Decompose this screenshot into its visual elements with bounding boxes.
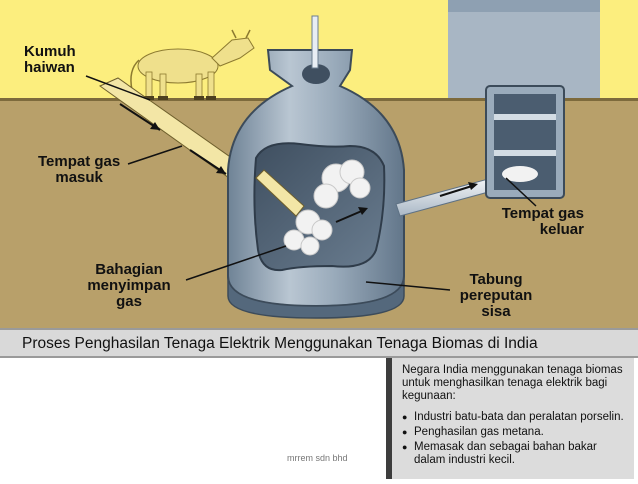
label-digester-tank: Tabung pereputan sisa <box>452 272 540 320</box>
label-gas-storage-line1: Bahagian <box>95 261 163 278</box>
info-item: Penghasilan gas metana. <box>402 426 626 439</box>
cow-icon <box>130 29 255 100</box>
label-gas-storage: Bahagian menyimpan gas <box>70 262 188 310</box>
building <box>448 0 600 100</box>
label-digester-tank-line2: pereputan <box>459 287 533 304</box>
label-animal-waste-line2: haiwan <box>24 59 75 76</box>
label-animal-waste-line1: Kumuh <box>24 43 76 60</box>
label-animal-waste: Kumuh haiwan <box>24 44 76 76</box>
info-list: Industri batu-bata dan peralatan porseli… <box>402 411 626 467</box>
label-gas-storage-line3: gas <box>116 293 142 310</box>
label-gas-outlet: Tempat gas keluar <box>486 206 584 238</box>
info-item: Memasak dan sebagai bahan bakar dalam in… <box>402 441 626 467</box>
leader-lines <box>85 75 537 291</box>
label-gas-outlet-line1: Tempat gas <box>501 205 584 222</box>
building-top <box>448 0 600 12</box>
label-digester-tank-line3: sisa <box>481 303 511 320</box>
info-intro: Negara India menggunakan tenaga biomas u… <box>402 364 623 402</box>
label-gas-inlet-line2: masuk <box>55 169 103 186</box>
outlet-chamber <box>485 85 565 199</box>
label-gas-inlet-line1: Tempat gas <box>38 153 121 170</box>
label-gas-outlet-line2: keluar <box>539 221 584 238</box>
caption-bar: Proses Penghasilan Tenaga Elektrik Mengg… <box>0 328 638 358</box>
label-digester-tank-line1: Tabung <box>469 271 523 288</box>
diagram-caption: Proses Penghasilan Tenaga Elektrik Mengg… <box>22 335 538 352</box>
label-gas-storage-line2: menyimpan <box>87 277 171 294</box>
info-item: Industri batu-bata dan peralatan porseli… <box>402 411 626 424</box>
digester-tank <box>227 15 405 319</box>
label-gas-inlet: Tempat gas masuk <box>38 154 120 186</box>
info-panel: Negara India menggunakan tenaga biomas u… <box>386 358 634 479</box>
watermark: mrrem sdn bhd <box>287 453 348 463</box>
